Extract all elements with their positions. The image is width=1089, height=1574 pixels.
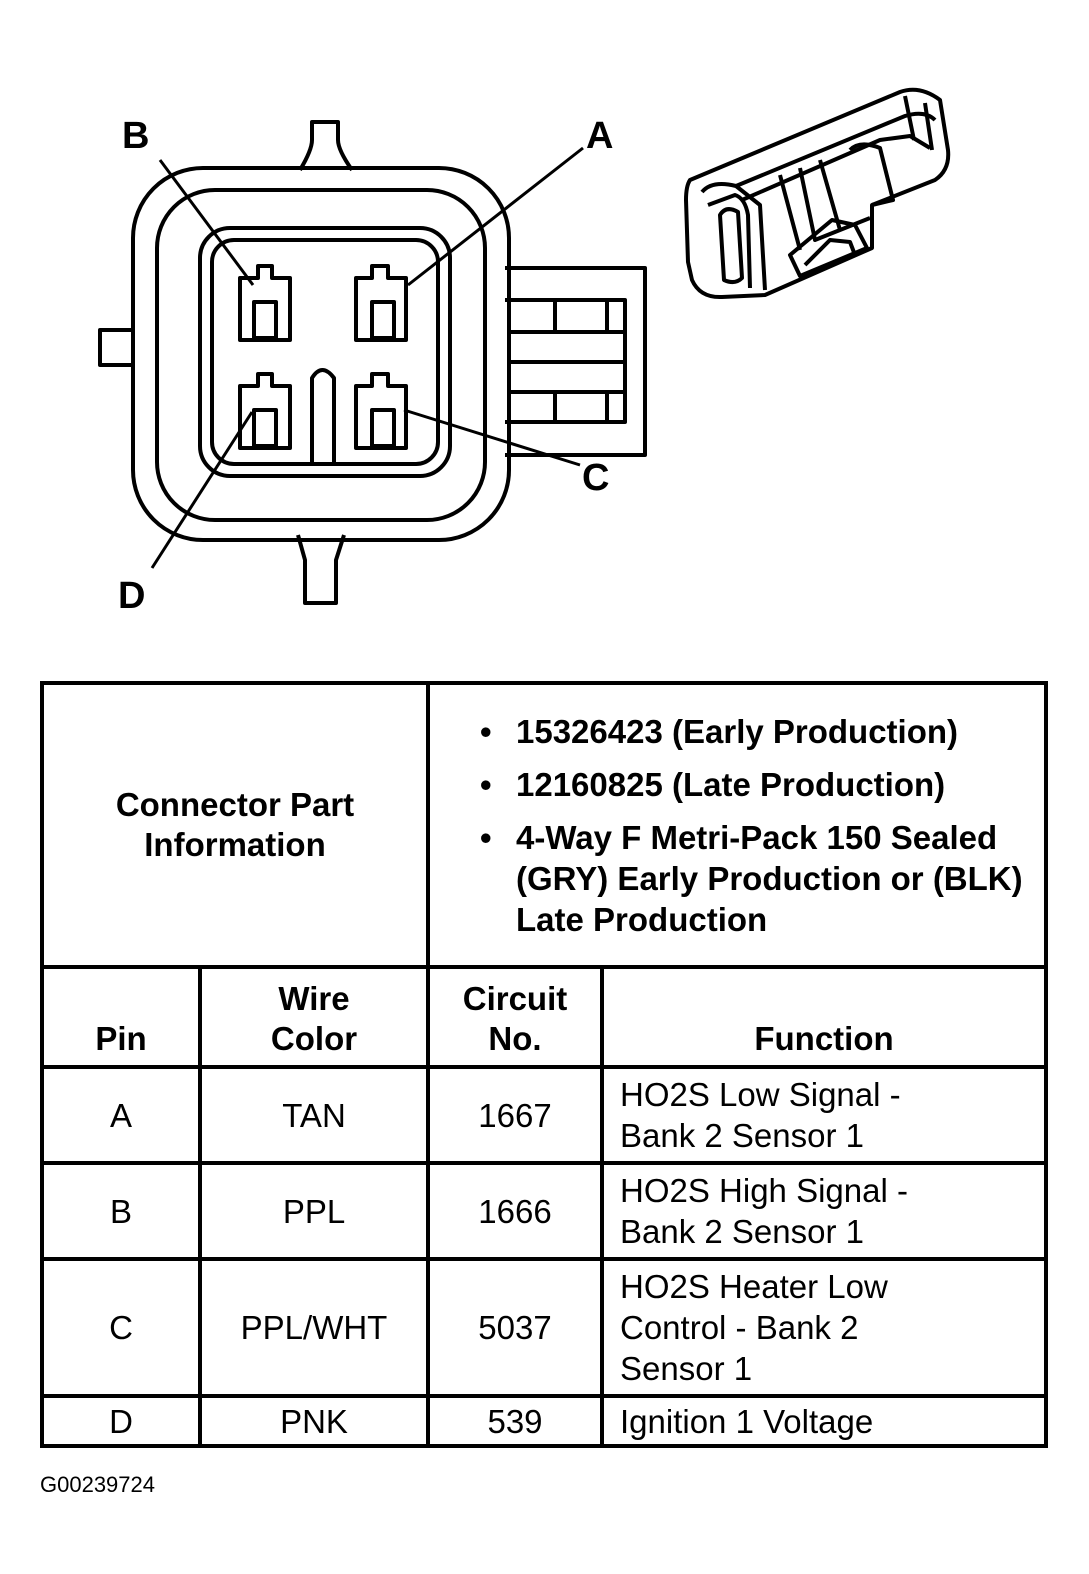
function-cell: Ignition 1 Voltage: [599, 1394, 1049, 1448]
terminal-c: [354, 372, 408, 450]
pin-label-c: C: [582, 457, 609, 499]
pin-cell: B: [40, 1161, 202, 1261]
figure-id: G00239724: [40, 1472, 155, 1497]
leader-line-d: [150, 411, 254, 569]
connector-side-latch: [505, 266, 647, 457]
leader-line-a: [407, 146, 584, 287]
circuit-cell: 539: [426, 1394, 604, 1448]
pin-cell: A: [40, 1065, 202, 1165]
connector-info-item: 15326423 (Early Production): [480, 711, 1034, 752]
wire-color-cell: TAN: [198, 1065, 430, 1165]
wire-color-cell: PPL: [198, 1161, 430, 1261]
table-row: D PNK 539 Ignition 1 Voltage: [40, 1394, 1049, 1448]
circuit-cell: 1666: [426, 1161, 604, 1261]
connector-seal-ring: [155, 188, 487, 522]
connector-bottom-tab: [296, 534, 346, 605]
wire-color-cell: PNK: [198, 1394, 430, 1448]
table-row: B PPL 1666 HO2S High Signal -Bank 2 Sens…: [40, 1161, 1049, 1261]
leader-line-b: [158, 159, 255, 286]
connector-info-label: Connector Part Information: [40, 681, 430, 969]
header-pin: Pin: [40, 965, 202, 1069]
function-cell: HO2S Low Signal -Bank 2 Sensor 1: [599, 1065, 1049, 1165]
pin-cell: C: [40, 1257, 202, 1398]
connector-info-row: Connector Part Information 15326423 (Ear…: [40, 681, 1049, 969]
pin-label-d: D: [118, 575, 145, 617]
connector-outer-body: [131, 166, 511, 542]
connector-info-item: 12160825 (Late Production): [480, 764, 1034, 805]
connector-info-label-line2: Information: [144, 826, 326, 863]
circuit-cell: 1667: [426, 1065, 604, 1165]
pin-label-a: A: [586, 115, 613, 157]
terminal-b: [238, 264, 292, 342]
pin-label-b: B: [122, 115, 149, 157]
wire-color-cell: PPL/WHT: [198, 1257, 430, 1398]
leader-line-c: [403, 408, 581, 467]
connector-info-details: 15326423 (Early Production) 12160825 (La…: [425, 681, 1049, 969]
connector-top-tab: [298, 120, 354, 172]
pin-cell: D: [40, 1394, 202, 1448]
connector-center-key: [310, 368, 336, 464]
connector-perspective-view: [684, 87, 951, 300]
function-cell: HO2S High Signal -Bank 2 Sensor 1: [599, 1161, 1049, 1261]
table-row: A TAN 1667 HO2S Low Signal -Bank 2 Senso…: [40, 1065, 1049, 1165]
connector-table: Connector Part Information 15326423 (Ear…: [40, 681, 1049, 1448]
connector-info-list: 15326423 (Early Production) 12160825 (La…: [430, 705, 1044, 946]
terminal-d: [238, 372, 292, 450]
connector-diagram: B A C D: [98, 87, 951, 617]
terminal-a: [354, 264, 408, 342]
connector-inner-cavity: [198, 226, 452, 478]
connector-info-item: 4-Way F Metri-Pack 150 Sealed (GRY) Earl…: [480, 817, 1034, 940]
connector-info-label-line1: Connector Part: [115, 786, 355, 823]
header-function: Function: [599, 965, 1049, 1069]
connector-left-tab: [98, 328, 135, 367]
circuit-cell: 5037: [426, 1257, 604, 1398]
